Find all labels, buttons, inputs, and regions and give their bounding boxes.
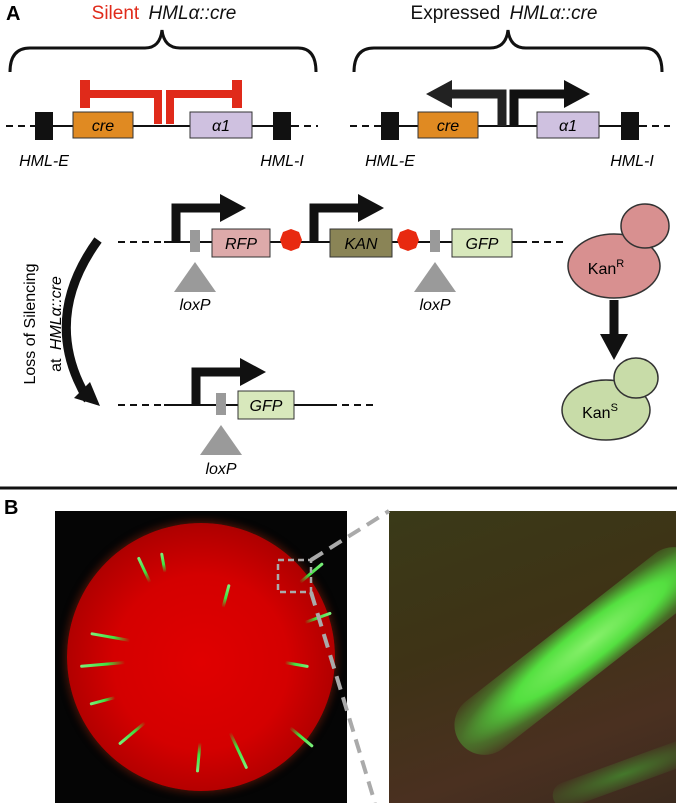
expressed-title-word: Expressed xyxy=(411,3,501,24)
silent-alpha1-box xyxy=(189,111,253,139)
gfp-label-bottom: GFP xyxy=(250,398,283,415)
silencing-bar-right xyxy=(166,90,232,124)
excised-promoter-arrow xyxy=(191,367,240,405)
expressed-alpha1-label: α1 xyxy=(559,118,577,135)
excised-promoter-arrowhead xyxy=(240,358,266,386)
silent-cre-label: cre xyxy=(92,118,114,135)
reporter-promoter-arrowhead-1 xyxy=(220,194,246,222)
loxp-triangle-2 xyxy=(414,262,456,292)
loxp-site-2 xyxy=(430,230,440,252)
reporter-promoter-arrowhead-2 xyxy=(358,194,384,222)
silent-title-gene: HMLα::cre xyxy=(148,3,236,24)
gfp-label-top: GFP xyxy=(466,236,499,253)
loss-of-silencing-arrowhead xyxy=(74,382,100,406)
silent-alpha1-label: α1 xyxy=(212,118,230,135)
silent-title: Silent HMLα::cre xyxy=(92,3,237,24)
reporter-promoter-arrow-1 xyxy=(171,203,220,242)
gfp-box-top xyxy=(451,228,513,258)
rfp-box xyxy=(211,228,271,258)
loss-of-silencing-arrow xyxy=(61,237,102,403)
kan-label: KAN xyxy=(345,236,378,253)
gfp-sector-zoomed xyxy=(442,535,676,767)
loss-of-silencing-line1: Loss of Silencing xyxy=(22,264,39,385)
alpha1-promoter-arrowhead xyxy=(564,80,590,108)
rfp-label: RFP xyxy=(225,236,257,253)
loxp-site-1 xyxy=(190,230,200,252)
zoomed-sector-micrograph xyxy=(389,511,676,803)
panel-b-letter: B xyxy=(4,497,18,519)
kans-bud xyxy=(613,357,659,399)
red-colony xyxy=(67,523,335,791)
faint-sector-zoomed xyxy=(549,736,676,803)
loxp-triangle-1 xyxy=(174,262,216,292)
gfp-box-bottom xyxy=(237,390,295,420)
silent-hml-i-label: HML-I xyxy=(260,153,304,170)
loxp-label-1: loxP xyxy=(179,297,210,314)
colony-micrograph xyxy=(55,511,347,803)
expressed-hml-i-label: HML-I xyxy=(610,153,654,170)
loxp-label-excised: loxP xyxy=(205,461,236,478)
silencing-bar-left xyxy=(90,90,162,124)
terminator-1 xyxy=(280,229,302,251)
loxp-label-2: loxP xyxy=(419,297,450,314)
expressed-title-gene: HMLα::cre xyxy=(510,3,598,24)
terminator-2 xyxy=(397,229,419,251)
cre-promoter-arrowhead xyxy=(426,80,452,108)
silent-hml-e-box xyxy=(35,112,53,140)
kanr-label: KanR xyxy=(588,258,624,278)
kanr-cell xyxy=(567,233,661,299)
expressed-brace xyxy=(352,29,664,73)
kans-label: KanS xyxy=(582,402,618,422)
expressed-hml-i-box xyxy=(621,112,639,140)
expressed-cre-label: cre xyxy=(437,118,459,135)
panel-a-letter: A xyxy=(6,3,20,25)
expressed-title: Expressed HMLα::cre xyxy=(411,3,598,24)
loxp-site-excised xyxy=(216,393,226,415)
expressed-cre-box xyxy=(417,111,479,139)
kanr-bud xyxy=(620,203,670,249)
silencing-bar-right-cap xyxy=(232,80,242,108)
cre-promoter-arrow xyxy=(450,89,507,126)
silent-hml-i-box xyxy=(273,112,291,140)
kan-transition-arrowhead xyxy=(600,334,628,360)
expressed-hml-e-label: HML-E xyxy=(365,153,415,170)
silent-brace xyxy=(8,29,318,73)
reporter-promoter-arrow-2 xyxy=(309,203,358,242)
silent-cre-box xyxy=(72,111,134,139)
silencing-bar-left-cap xyxy=(80,80,90,108)
loxp-triangle-excised xyxy=(200,425,242,455)
kan-box xyxy=(329,228,393,258)
expressed-hml-e-box xyxy=(381,112,399,140)
alpha1-promoter-arrow xyxy=(509,89,564,126)
silent-title-word: Silent xyxy=(92,3,140,24)
loss-of-silencing-line2: at HMLα::cre xyxy=(48,276,65,372)
expressed-alpha1-box xyxy=(536,111,600,139)
silent-hml-e-label: HML-E xyxy=(19,153,69,170)
